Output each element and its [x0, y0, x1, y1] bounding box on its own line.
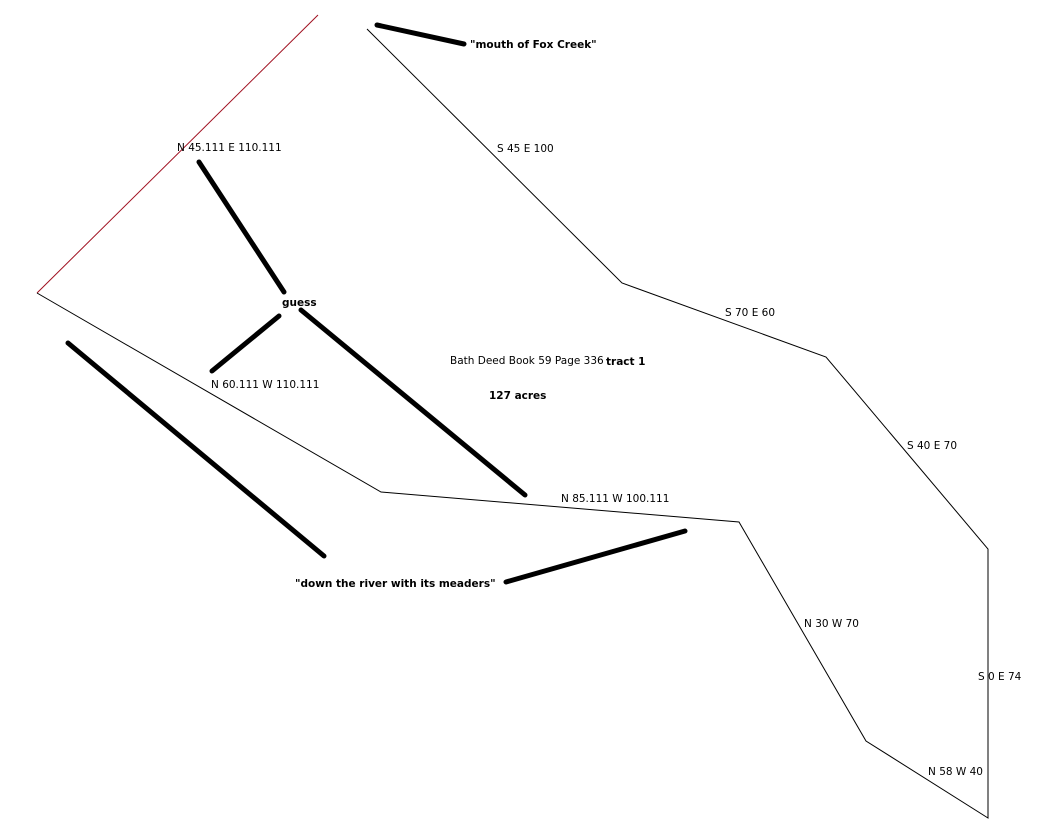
label-call-n85: N 85.111 W 100.111 [561, 493, 669, 505]
pointer-river-right [503, 528, 688, 585]
label-call-s0: S 0 E 74 [978, 671, 1022, 683]
pointer-guess-n85 [298, 307, 528, 498]
label-tract: tract 1 [606, 356, 646, 368]
pointer-river-left [65, 340, 327, 559]
label-deed-ref: Bath Deed Book 59 Page 336 [450, 355, 604, 367]
tract-boundary [36, 28, 989, 819]
label-call-s45: S 45 E 100 [497, 143, 554, 155]
label-call-n45: N 45.111 E 110.111 [177, 142, 282, 154]
label-river: "down the river with its meaders" [295, 578, 496, 590]
label-call-n30: N 30 W 70 [804, 618, 859, 630]
label-call-n58: N 58 W 40 [928, 766, 983, 778]
label-call-s70: S 70 E 60 [725, 307, 775, 319]
disputed-boundary-line [36, 14, 319, 294]
pointer-fox-creek [374, 22, 467, 47]
label-guess: guess [282, 297, 317, 309]
label-acres: 127 acres [489, 390, 546, 402]
label-fox-creek: "mouth of Fox Creek" [470, 39, 597, 51]
annotation-pointers [65, 22, 688, 585]
pointer-guess-n60 [209, 313, 282, 374]
pointer-guess-n45 [196, 159, 287, 295]
label-call-n60: N 60.111 W 110.111 [211, 379, 319, 391]
label-call-s40: S 40 E 70 [907, 440, 957, 452]
